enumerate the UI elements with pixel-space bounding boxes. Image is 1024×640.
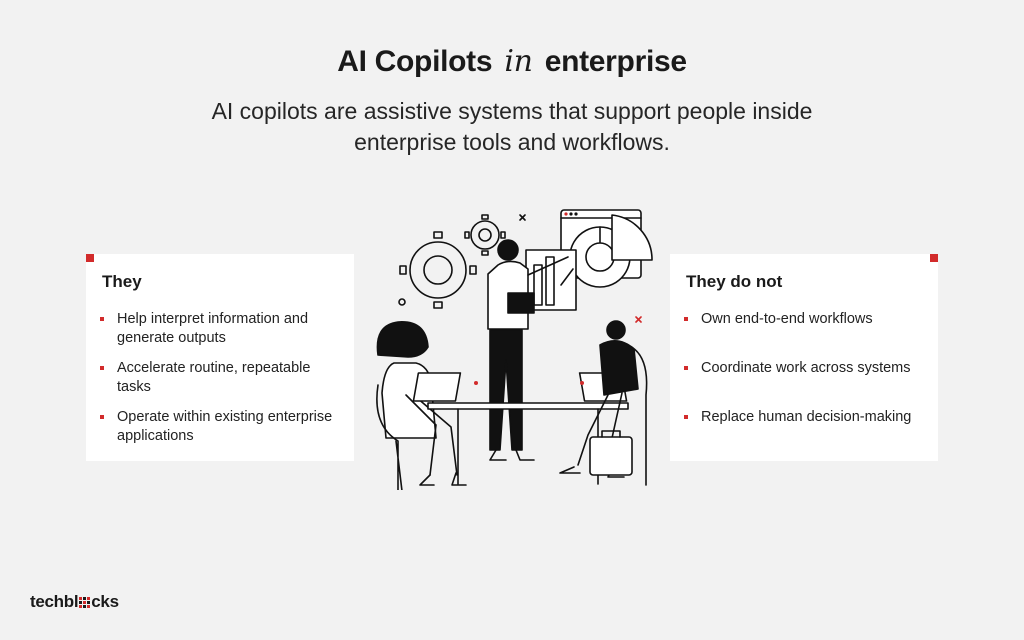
list-item: Operate within existing enterprise appli… <box>100 408 344 457</box>
presenter-figure <box>487 239 569 461</box>
list-item: Accelerate routine, repeatable tasks <box>100 359 344 408</box>
square-bullet-icon <box>100 366 104 370</box>
square-bullet-icon <box>684 415 688 419</box>
corner-accent-left <box>86 254 94 262</box>
logo-grid-icon <box>79 596 91 608</box>
list-item: Help interpret information and generate … <box>100 310 344 359</box>
page-subtitle: AI copilots are assistive systems that s… <box>211 98 813 155</box>
title-part2: enterprise <box>544 45 687 78</box>
list-item: Coordinate work across systems <box>684 359 928 408</box>
they-do-not-card: They do not Own end-to-end workflows Coo… <box>670 254 938 461</box>
title-part1: AI Copilots <box>337 45 493 78</box>
gear-icon <box>399 231 477 309</box>
they-do-not-card-heading: They do not <box>686 272 783 291</box>
they-card-heading: They <box>102 272 142 291</box>
they-card: They Help interpret information and gene… <box>86 254 354 461</box>
list-item: Replace human decision-making <box>684 408 928 457</box>
square-bullet-icon <box>684 366 688 370</box>
techblocks-logo: techbl cks <box>30 592 119 611</box>
dashboard-chart-icon <box>560 209 653 288</box>
square-bullet-icon <box>100 415 104 419</box>
title-em: in <box>504 44 533 79</box>
gear-icon <box>464 214 506 256</box>
they-list: Help interpret information and generate … <box>100 310 344 457</box>
square-bullet-icon <box>100 317 104 321</box>
they-do-not-list: Own end-to-end workflows Coordinate work… <box>684 310 928 457</box>
square-bullet-icon <box>684 317 688 321</box>
team-meeting-illustration <box>376 209 653 490</box>
seated-man-figure <box>559 320 648 486</box>
corner-accent-right <box>930 254 938 262</box>
table-figure <box>427 402 629 485</box>
page-title: AI Copilots in enterprise <box>0 44 1024 79</box>
list-item: Own end-to-end workflows <box>684 310 928 359</box>
